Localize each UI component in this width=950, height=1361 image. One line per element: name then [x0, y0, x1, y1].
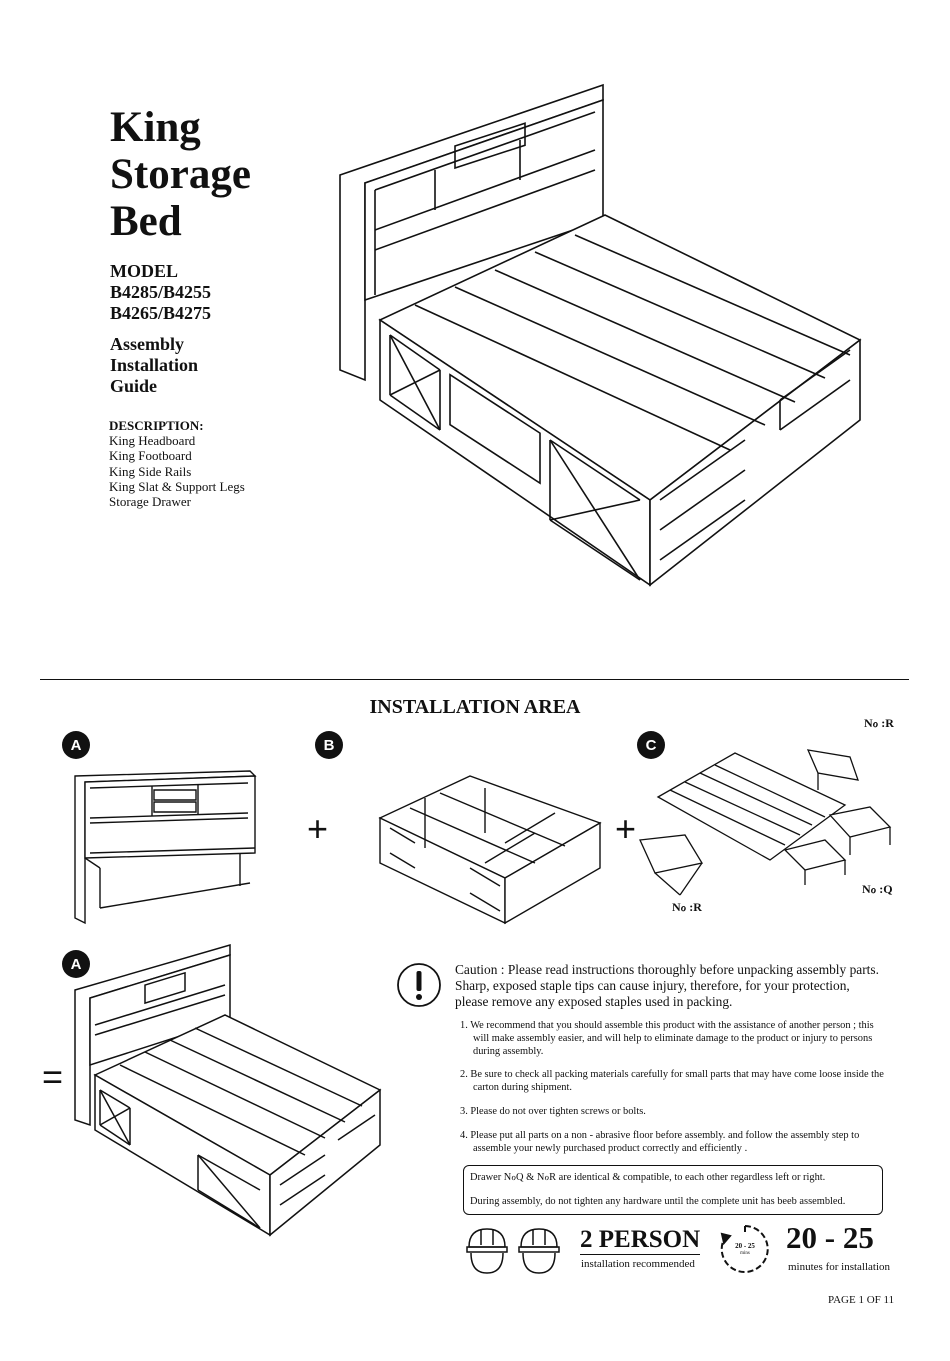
- guide-line: Installation: [110, 355, 199, 375]
- guide-line: Assembly: [110, 334, 185, 354]
- guide-line: Guide: [110, 376, 158, 396]
- description-list: DESCRIPTION: King Headboard King Footboa…: [109, 418, 245, 509]
- part-label-r: Nℴ :R: [864, 716, 894, 730]
- description-heading: DESCRIPTION:: [109, 418, 204, 433]
- description-item: King Side Rails: [109, 463, 192, 479]
- drawer-note-box: Drawer NℴQ & NℴR are identical & compati…: [463, 1165, 883, 1215]
- caution-line: Caution : Please read instructions thoro…: [455, 962, 879, 977]
- part-label-r: Nℴ :R: [672, 900, 702, 914]
- assembled-bed-illustration: [70, 940, 390, 1240]
- timer-icon-unit: mins: [740, 1251, 750, 1256]
- drawer-note: Drawer NℴQ & NℴR are identical & compati…: [470, 1172, 826, 1183]
- installation-time-label: minutes for installation: [788, 1261, 891, 1273]
- person-helmet-icon: [465, 1225, 509, 1277]
- slats-and-drawers-illustration: [640, 745, 900, 920]
- title-line: King: [110, 104, 201, 151]
- description-item: King Headboard: [109, 433, 196, 449]
- person-count: 2 PERSON: [580, 1226, 701, 1255]
- step-badge-a: A: [62, 731, 90, 759]
- exclamation-icon: [396, 962, 442, 1008]
- storage-bed-illustration: [335, 80, 875, 590]
- step-badge-b: B: [315, 731, 343, 759]
- bed-frame-illustration: [375, 768, 605, 928]
- caution-line: please remove any exposed staples used i…: [455, 994, 733, 1009]
- model-number: B4285/B4255: [110, 282, 212, 302]
- note-item: 2. Be sure to check all packing material…: [460, 1069, 884, 1094]
- model-label: MODEL: [110, 261, 179, 281]
- note-item: 1. We recommend that you should assemble…: [460, 1020, 874, 1057]
- installation-time: 20 - 25: [786, 1220, 874, 1255]
- guide-title: Assembly Installation Guide: [110, 334, 198, 397]
- installation-area-title: INSTALLATION AREA: [369, 696, 581, 718]
- headboard-illustration: [70, 768, 255, 928]
- section-divider: [40, 679, 909, 680]
- step-badge-a: A: [62, 950, 90, 978]
- document-title: King Storage Bed: [110, 104, 251, 245]
- note-item: 4. Please put all parts on a non - abras…: [460, 1129, 860, 1154]
- note-item: 3. Please do not over tighten screws or …: [460, 1105, 646, 1117]
- model-number: B4265/B4275: [110, 303, 212, 323]
- hardware-note: During assembly, do not tighten any hard…: [470, 1196, 846, 1207]
- description-item: King Slat & Support Legs: [109, 478, 245, 494]
- plus-sign: +: [307, 808, 329, 849]
- title-line: Bed: [110, 198, 182, 245]
- title-line: Storage: [110, 151, 251, 198]
- caution-text: Caution : Please read instructions thoro…: [455, 962, 905, 1010]
- equals-sign: =: [42, 1056, 64, 1097]
- timer-icon: [718, 1222, 772, 1276]
- model-block: MODEL B4285/B4255 B4265/B4275: [110, 261, 211, 324]
- plus-sign: +: [615, 808, 637, 849]
- page-number: PAGE 1 OF 11: [828, 1294, 895, 1306]
- caution-line: Sharp, exposed staple tips can cause inj…: [455, 978, 850, 993]
- instruction-notes: 1. We recommend that you should assemble…: [460, 1020, 890, 1166]
- step-badge-c: C: [637, 731, 665, 759]
- person-recommendation: installation recommended: [581, 1258, 695, 1270]
- description-item: King Footboard: [109, 448, 192, 464]
- description-item: Storage Drawer: [109, 494, 191, 510]
- person-helmet-icon: [517, 1225, 561, 1277]
- part-label-q: Nℴ :Q: [862, 882, 893, 896]
- timer-icon-text: 20 - 25: [735, 1242, 755, 1250]
